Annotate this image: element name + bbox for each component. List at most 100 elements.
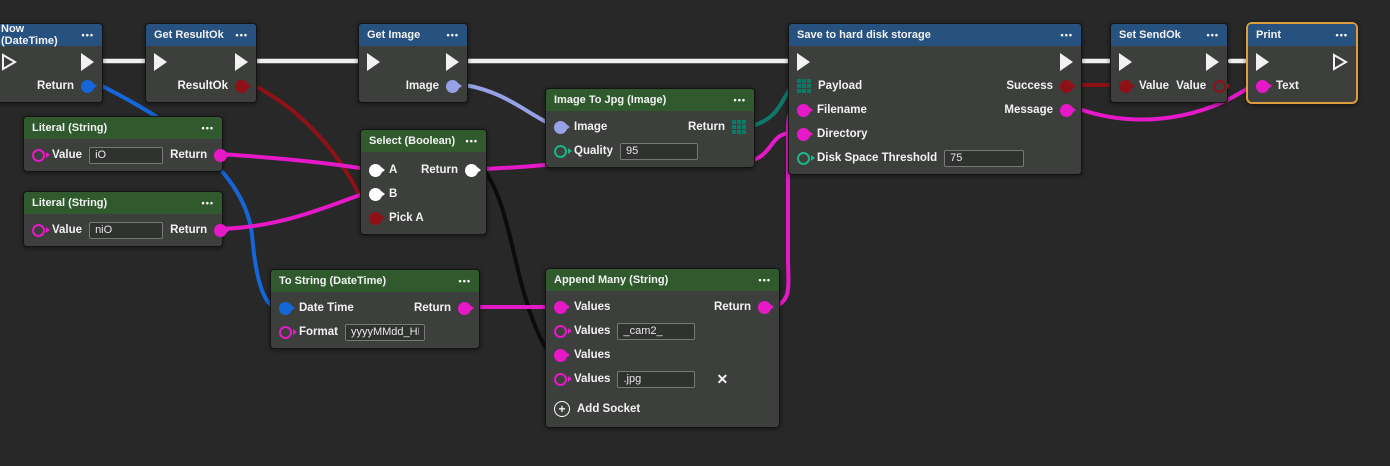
wire-literal1-to-a	[218, 152, 368, 171]
node-menu-icon[interactable]: •••	[1060, 30, 1073, 40]
add-socket-icon[interactable]: +	[554, 401, 570, 417]
node-title: Append Many (String)	[554, 274, 669, 286]
node-menu-icon[interactable]: •••	[446, 30, 459, 40]
node-menu-icon[interactable]: •••	[1206, 30, 1219, 40]
values-input-pin-3[interactable]	[554, 348, 567, 362]
quality-input-pin[interactable]	[554, 144, 567, 158]
delete-socket-icon[interactable]: ✕	[716, 370, 729, 387]
node-append-many-string[interactable]: Append Many (String)••• Values Return Va…	[545, 268, 780, 428]
exec-out-pin[interactable]	[235, 53, 248, 71]
node-menu-icon[interactable]: •••	[465, 136, 478, 146]
input-label: Text	[1276, 80, 1299, 92]
format-field[interactable]	[344, 323, 425, 341]
output-label: Return	[36, 80, 74, 92]
node-select-boolean[interactable]: Select (Boolean)••• A Return B Pick A	[360, 129, 487, 235]
node-menu-icon[interactable]: •••	[81, 30, 94, 40]
node-set-sendok[interactable]: Set SendOk ••• Value Value	[1110, 23, 1228, 103]
node-menu-icon[interactable]: •••	[235, 30, 248, 40]
quality-field[interactable]	[619, 142, 698, 160]
exec-in-pin[interactable]	[1119, 53, 1132, 71]
a-input-pin[interactable]	[369, 163, 382, 177]
add-socket-button[interactable]: + Add Socket	[546, 395, 779, 423]
exec-in-pin[interactable]	[154, 53, 167, 71]
wire-now-to-tostring	[98, 83, 276, 309]
payload-grid-pin[interactable]	[732, 120, 746, 134]
node-to-string-datetime[interactable]: To String (DateTime)••• Date Time Return…	[270, 269, 480, 349]
node-menu-icon[interactable]: •••	[201, 123, 214, 133]
datetime-input-pin[interactable]	[279, 301, 292, 315]
input-label: Value	[1139, 80, 1170, 92]
node-menu-icon[interactable]: •••	[458, 276, 471, 286]
disk-threshold-field[interactable]	[944, 149, 1025, 167]
node-get-image[interactable]: Get Image••• Image	[358, 23, 468, 103]
image-pin[interactable]	[446, 79, 459, 93]
message-pin[interactable]	[1060, 103, 1073, 117]
exec-in-pin[interactable]	[1, 53, 17, 71]
output-label: Image	[405, 80, 439, 92]
node-image-to-jpg[interactable]: Image To Jpg (Image)••• Image Return Qua…	[545, 88, 755, 168]
image-input-pin[interactable]	[554, 120, 567, 134]
values-field-2[interactable]	[617, 322, 696, 340]
value-input-pin[interactable]	[1119, 79, 1132, 93]
filename-input-pin[interactable]	[797, 103, 810, 117]
return-pin[interactable]	[214, 148, 228, 162]
node-literal-string-2[interactable]: Literal (String)••• Value Return	[23, 191, 228, 247]
resultok-pin[interactable]	[235, 79, 248, 93]
wire-jpg-to-payload	[750, 84, 794, 128]
value-field[interactable]	[89, 221, 164, 239]
values-field-4[interactable]	[617, 370, 696, 388]
values-input-pin-2[interactable]	[554, 324, 567, 338]
value-output-pin[interactable]	[1213, 79, 1227, 93]
node-title: Literal (String)	[32, 122, 108, 134]
success-pin[interactable]	[1060, 79, 1073, 93]
text-input-pin[interactable]	[1256, 79, 1269, 93]
directory-input-pin[interactable]	[797, 127, 810, 141]
add-socket-label: Add Socket	[577, 403, 641, 415]
exec-out-pin[interactable]	[1060, 53, 1073, 71]
exec-out-pin[interactable]	[1206, 53, 1219, 71]
node-save-to-hard-disk[interactable]: Save to hard disk storage••• Payload Suc…	[788, 23, 1082, 175]
node-title: Set SendOk	[1119, 29, 1181, 41]
exec-in-pin[interactable]	[797, 53, 810, 71]
node-get-resultok[interactable]: Get ResultOk••• ResultOk	[145, 23, 257, 103]
node-title: Get ResultOk	[154, 29, 224, 41]
node-title: Print	[1256, 29, 1282, 41]
node-menu-icon[interactable]: •••	[733, 95, 746, 105]
node-print[interactable]: Print ••• Text	[1246, 22, 1358, 104]
value-input-pin[interactable]	[32, 223, 45, 237]
return-pin[interactable]	[758, 300, 771, 314]
node-now-datetime[interactable]: Now (DateTime) ••• Return	[0, 23, 103, 103]
node-literal-string-1[interactable]: Literal (String)••• Value Return	[23, 116, 228, 172]
values-input-pin-1[interactable]	[554, 300, 567, 314]
node-title: Select (Boolean)	[369, 135, 456, 147]
input-label: Format	[299, 326, 338, 338]
b-input-pin[interactable]	[369, 187, 382, 201]
output-label: Return	[170, 149, 208, 161]
return-pin[interactable]	[458, 301, 471, 315]
node-menu-icon[interactable]: •••	[758, 275, 771, 285]
node-menu-icon[interactable]: •••	[1335, 30, 1348, 40]
exec-out-pin[interactable]	[81, 53, 94, 71]
node-menu-icon[interactable]: •••	[201, 198, 214, 208]
values-input-pin-4[interactable]	[554, 372, 567, 386]
output-label: Value	[1176, 80, 1207, 92]
return-pin[interactable]	[81, 79, 94, 93]
return-pin[interactable]	[214, 223, 228, 237]
exec-out-pin[interactable]	[446, 53, 459, 71]
exec-in-pin[interactable]	[1256, 53, 1269, 71]
pick-a-input-pin[interactable]	[369, 211, 382, 225]
value-field[interactable]	[89, 146, 164, 164]
output-label: Return	[413, 302, 451, 314]
node-title: Now (DateTime)	[1, 23, 58, 47]
input-label: Image	[574, 121, 608, 133]
exec-in-pin[interactable]	[367, 53, 380, 71]
input-label: Values	[574, 301, 611, 313]
payload-grid-pin[interactable]	[797, 79, 811, 93]
return-pin[interactable]	[465, 163, 478, 177]
disk-threshold-input-pin[interactable]	[797, 151, 810, 165]
node-title: To String (DateTime)	[279, 275, 387, 287]
value-input-pin[interactable]	[32, 148, 45, 162]
exec-out-pin[interactable]	[1332, 53, 1348, 71]
format-input-pin[interactable]	[279, 325, 292, 339]
